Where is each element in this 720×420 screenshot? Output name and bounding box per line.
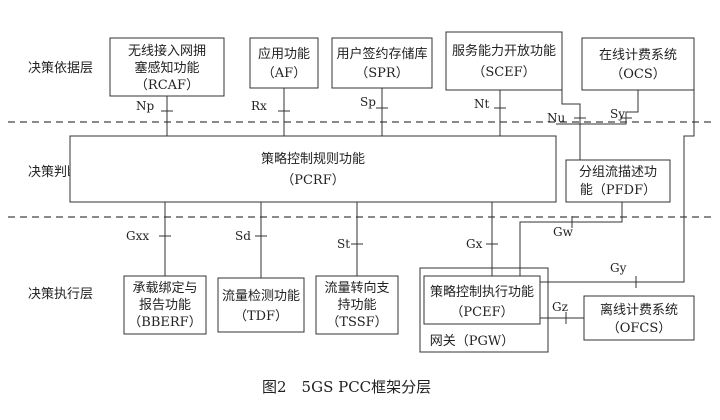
pcef-label-line-2: （PCEF） [450,305,513,320]
ocs-box: 在线计费系统 （OCS） [581,37,695,91]
gxx-connector [159,202,171,276]
st-interface-label: St [337,237,350,251]
sd-connector [255,202,267,278]
rcaf-box: 无线接入网拥 塞感知功能 （RCAF） [109,37,225,97]
rcaf-label-line-1: 无线接入网拥 [128,43,206,59]
spr-label-line-2: （SPR） [355,66,408,81]
pfdf-label-line-2: 能（PFDF） [580,183,656,198]
gx-connector [486,202,498,276]
tssf-label-line-1: 流量转向支 [324,280,389,296]
bberf-box: 承载绑定与 报告功能 （BBERF） [123,275,207,335]
rcaf-label-line-3: （RCAF） [135,78,199,93]
ofcs-box: 离线计费系统 （OFCS） [583,295,695,341]
bberf-label-line-3: （BBERF） [128,315,201,330]
sp-connector [376,88,388,136]
gz-interface-label: Gz [552,300,568,314]
pcef-label-line-1: 策略控制执行功能 [430,284,534,300]
st-connector [351,202,363,276]
spr-box: 用户签约存储库 （SPR） [331,37,433,89]
layer-label-decision-execution: 决策执行层 [28,286,93,302]
tdf-label-line-2: （TDF） [234,309,288,324]
pcrf-label-line-1: 策略控制规则功能 [261,151,365,167]
bberf-label-line-1: 承载绑定与 [132,281,197,296]
rcaf-label-line-2: 塞感知功能 [134,60,199,76]
ocs-label-line-1: 在线计费系统 [599,48,677,63]
sy-connector [556,90,639,125]
rx-connector [278,88,290,136]
scef-label-line-2: （SCEF） [472,65,535,80]
af-box: 应用功能 （AF） [249,37,319,89]
ofcs-label-line-2: （OFCS） [607,321,672,336]
spr-label-line-1: 用户签约存储库 [336,46,427,62]
tssf-box: 流量转向支 持功能 （TSSF） [315,275,399,335]
gz-connector [540,312,584,324]
np-interface-label: Np [136,99,155,113]
tdf-box: 流量检测功能 （TDF） [217,277,305,333]
gy-interface-label: Gy [610,261,627,275]
pcef-box: 策略控制执行功能 （PCEF） [423,275,541,325]
tssf-label-line-2: 持功能 [337,298,376,313]
gy-connector [540,90,695,288]
bberf-label-line-2: 报告功能 [139,298,191,313]
np-connector [161,96,173,136]
scef-label-line-1: 服务能力开放功能 [452,43,556,59]
pcrf-box: 策略控制规则功能 （PCRF） [69,135,557,203]
gxx-interface-label: Gxx [126,229,149,243]
pfdf-label-line-1: 分组流描述功 [579,165,657,180]
nt-interface-label: Nt [474,97,490,111]
tssf-label-line-3: （TSSF） [326,315,387,330]
layer-label-decision-basis: 决策依据层 [28,60,93,76]
sy-interface-label: Sy [610,107,625,121]
pgw-label: 网关（PGW） [430,334,515,349]
ocs-label-line-2: （OCS） [610,67,666,82]
scef-box: 服务能力开放功能 （SCEF） [445,31,563,91]
gw-interface-label: Gw [553,225,574,239]
af-label-line-2: （AF） [262,66,306,81]
pfdf-box: 分组流描述功 能（PFDF） [565,159,671,203]
af-label-line-1: 应用功能 [258,46,310,62]
pcrf-label-line-2: （PCRF） [281,173,345,188]
ofcs-label-line-1: 离线计费系统 [600,302,678,318]
sp-interface-label: Sp [360,95,376,109]
gx-interface-label: Gx [466,237,483,251]
tdf-label-line-1: 流量检测功能 [222,289,300,304]
nu-interface-label: Nu [547,111,566,125]
nt-connector [494,90,506,136]
figure-caption: 图2 5GS PCC框架分层 [262,378,431,396]
rx-interface-label: Rx [251,99,267,113]
nu-connector [561,90,586,160]
gw-connector [519,202,623,276]
sd-interface-label: Sd [235,229,251,243]
